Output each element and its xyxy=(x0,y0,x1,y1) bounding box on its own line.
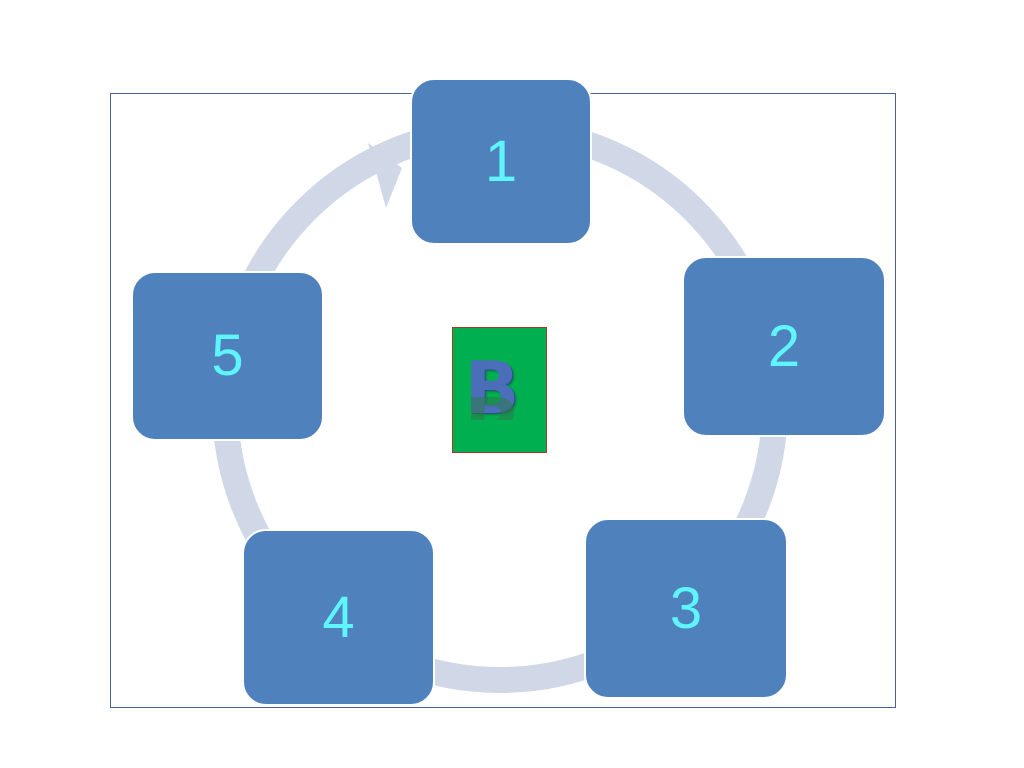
cycle-node-1[interactable]: 1 xyxy=(410,78,592,245)
cycle-node-5[interactable]: 5 xyxy=(131,271,324,441)
center-letter: B xyxy=(464,346,520,430)
center-letter-reflection: B xyxy=(453,380,531,420)
cycle-node-3[interactable]: 3 xyxy=(584,518,788,699)
cycle-node-2[interactable]: 2 xyxy=(682,256,886,437)
cycle-arrowhead xyxy=(368,143,402,208)
cycle-node-4-label: 4 xyxy=(322,584,355,650)
center-wordart-box[interactable]: B B xyxy=(452,327,547,453)
cycle-node-4[interactable]: 4 xyxy=(242,529,435,706)
cycle-node-5-label: 5 xyxy=(211,323,244,388)
cycle-node-2-label: 2 xyxy=(767,313,801,379)
center-letter-reflection-text: B xyxy=(453,380,531,420)
cycle-node-1-label: 1 xyxy=(484,128,518,194)
cycle-node-3-label: 3 xyxy=(669,575,703,641)
